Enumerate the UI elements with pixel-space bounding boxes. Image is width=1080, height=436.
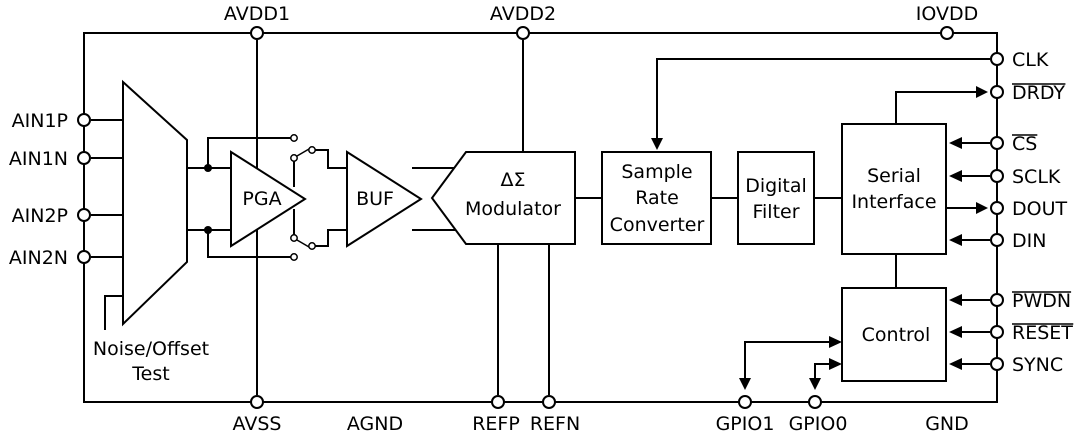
noise-offset-label-line1: Noise/Offset — [93, 338, 209, 360]
modulator-block — [430, 151, 576, 245]
iovdd-label: IOVDD — [916, 3, 978, 25]
buf-block — [346, 150, 423, 248]
iovdd-pin — [940, 26, 954, 40]
avdd2-pin — [516, 26, 530, 40]
dout-pin — [990, 201, 1004, 215]
ain1n-pin — [77, 151, 91, 165]
dout-label: DOUT — [1012, 198, 1067, 220]
pga-label: PGA — [242, 188, 281, 210]
gpio1-label: GPIO1 — [716, 413, 775, 435]
sync-label: SYNC — [1012, 354, 1063, 376]
serial-label-line2: Interface — [851, 191, 936, 213]
gpio0-label: GPIO0 — [789, 413, 848, 435]
input-switches — [290, 134, 316, 261]
avss-label: AVSS — [233, 413, 282, 435]
cs-arrow — [949, 137, 962, 149]
ain1p-pin — [77, 113, 91, 127]
buf-label: BUF — [356, 188, 394, 210]
ain2p-label: AIN2P — [12, 205, 68, 227]
ain1n-label: AIN1N — [9, 148, 68, 170]
gpio1-pin — [738, 395, 752, 409]
ain2p-pin — [77, 208, 91, 222]
sclk-arrow — [949, 170, 962, 182]
sample-rate-converter-block — [601, 151, 712, 245]
avdd1-label: AVDD1 — [224, 3, 290, 25]
clk-label: CLK — [1012, 49, 1049, 71]
refp-label: REFP — [472, 413, 520, 435]
control-block — [841, 287, 947, 382]
avdd1-pin — [250, 26, 264, 40]
ain2n-label: AIN2N — [9, 247, 68, 269]
din-pin — [990, 233, 1004, 247]
refn-label: REFN — [530, 413, 580, 435]
dout-arrow — [976, 202, 988, 214]
gpio0-arrow — [809, 378, 821, 390]
refp-pin — [491, 395, 505, 409]
src-label-line3: Converter — [610, 214, 705, 236]
src-label-line1: Sample — [621, 161, 692, 183]
refn-pin — [542, 395, 556, 409]
modulator-symbol: ΔΣ — [500, 169, 525, 191]
sync-pin — [990, 357, 1004, 371]
pwdn-label: PWDN — [1012, 290, 1071, 312]
gpio1-arrow — [739, 378, 751, 390]
cs-pin — [990, 136, 1004, 150]
src-label-line2: Rate — [635, 187, 679, 209]
sclk-pin — [990, 169, 1004, 183]
modulator-label: Modulator — [465, 198, 561, 220]
junction-dot — [204, 164, 212, 172]
ain2n-pin — [77, 250, 91, 264]
filter-label-line2: Filter — [752, 201, 799, 223]
din-label: DIN — [1012, 230, 1046, 252]
pwdn-arrow — [949, 294, 962, 306]
clk-pin — [990, 52, 1004, 66]
drdy-pin — [990, 85, 1004, 99]
arrowheads — [651, 86, 988, 390]
noise-offset-label-line2: Test — [131, 363, 169, 385]
avss-pin — [250, 395, 264, 409]
input-mux — [122, 79, 188, 327]
gpio0-to-control-arrow — [829, 358, 842, 370]
pwdn-pin — [990, 293, 1004, 307]
pga-block — [230, 150, 307, 248]
sync-arrow — [949, 358, 962, 370]
serial-interface-block — [841, 123, 947, 255]
pins — [77, 26, 1004, 409]
junction-dot — [204, 226, 212, 234]
reset-label: RESET — [1012, 322, 1073, 344]
reset-pin — [990, 325, 1004, 339]
drdy-label: DRDY — [1012, 82, 1065, 104]
agnd-label: AGND — [347, 413, 403, 435]
serial-label-line1: Serial — [867, 165, 921, 187]
ain1p-label: AIN1P — [12, 110, 68, 132]
drdy-arrow — [976, 86, 988, 98]
wiring — [91, 40, 990, 395]
avdd2-label: AVDD2 — [490, 3, 556, 25]
cs-label: CS — [1012, 133, 1037, 155]
gpio0-pin — [808, 395, 822, 409]
gnd-label: GND — [925, 413, 969, 435]
gpio-to-control-arrow — [829, 336, 842, 348]
filter-label-line1: Digital — [745, 175, 807, 197]
clk-to-src-arrow — [651, 138, 663, 150]
sclk-label: SCLK — [1012, 166, 1061, 188]
digital-filter-block — [737, 151, 815, 245]
control-label: Control — [862, 324, 931, 346]
din-arrow — [949, 234, 962, 246]
reset-arrow — [949, 326, 962, 338]
